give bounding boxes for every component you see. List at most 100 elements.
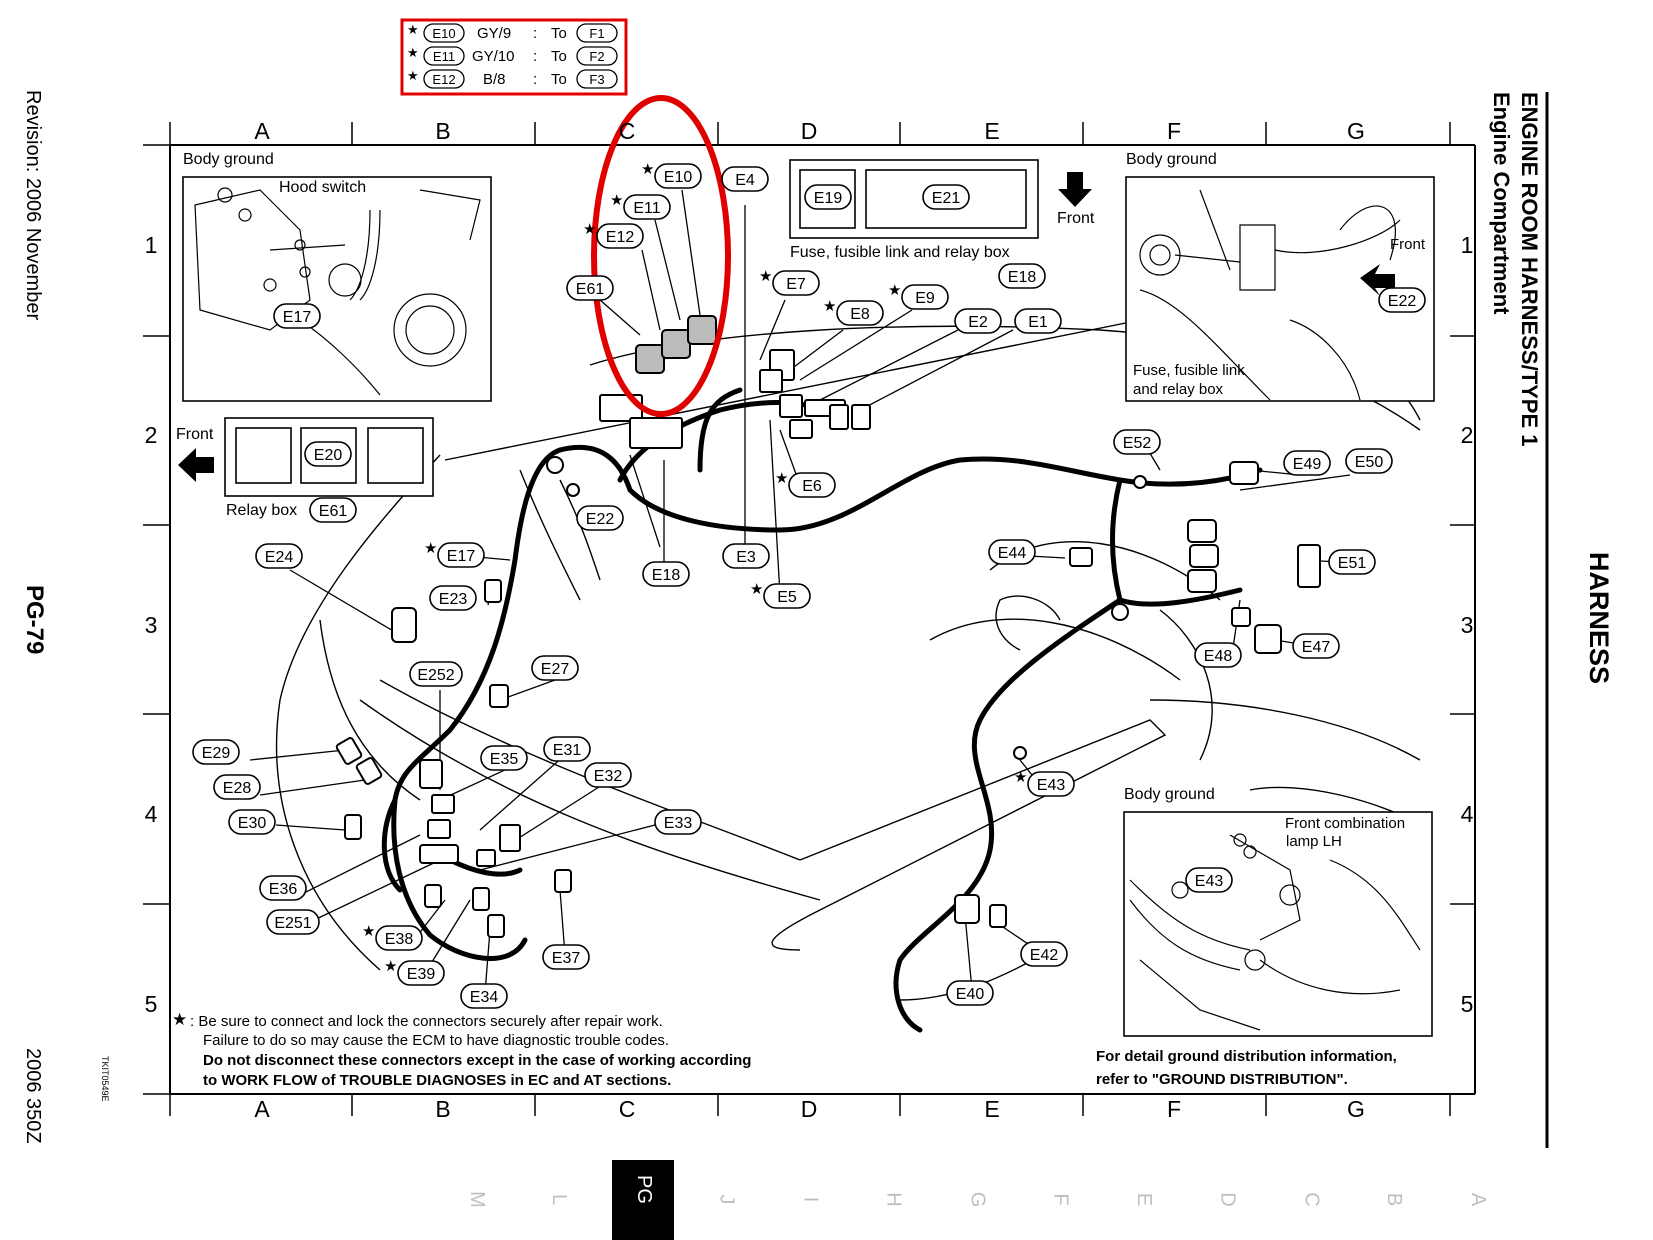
callout-star-3: ★ — [407, 68, 419, 83]
callout-connector-e11: E11 — [423, 46, 465, 66]
connector-tag-e30: E30 — [228, 809, 276, 835]
tab-c[interactable]: C — [1280, 1170, 1342, 1240]
tab-label: PG — [632, 1175, 655, 1204]
row-label-3-left: 3 — [144, 612, 158, 638]
row-label-1-right: 1 — [1460, 232, 1474, 258]
connector-tag-outline — [304, 441, 352, 467]
callout-wire-2: GY/10 — [472, 48, 515, 65]
connector-tag-outline — [1345, 448, 1393, 474]
connector-tag-e61-5: E61 — [566, 275, 614, 301]
connector-tag-outline — [213, 774, 261, 800]
connector-tag-outline — [576, 505, 624, 531]
callout-wire-3: B/8 — [483, 71, 506, 88]
callout-sep-1: : — [533, 25, 538, 42]
connector-tag-outline — [721, 166, 769, 192]
col-label-E-top: E — [984, 118, 1000, 144]
connector-tag-e31: E31 — [543, 736, 591, 762]
connector-tag-text: E49 — [1293, 456, 1322, 473]
connector-tag-outline — [642, 561, 690, 587]
relay-box-label: Relay box — [226, 502, 298, 519]
connector-tag-e4: E4 — [721, 166, 769, 192]
connector-tag-text: E48 — [1204, 648, 1233, 665]
connector-tag-e10: E10★ — [641, 161, 702, 189]
col-label-G-top: G — [1347, 118, 1365, 144]
star-icon: ★ — [775, 470, 788, 487]
tab-g[interactable]: G — [946, 1170, 1008, 1240]
connector-tag-e1: E1 — [1014, 308, 1062, 334]
callout-target-f3: F3 — [576, 69, 618, 89]
col-label-G-bottom: G — [1347, 1096, 1365, 1122]
row-label-4-right: 4 — [1460, 801, 1474, 827]
connector-tag-e20: E20 — [304, 441, 352, 467]
tab-d[interactable]: D — [1196, 1170, 1258, 1240]
star-icon: ★ — [424, 540, 437, 557]
connector-tag-e252: E252 — [409, 661, 463, 687]
connector-tag-text: E12 — [606, 229, 635, 246]
connector-tag-outline — [836, 300, 884, 326]
row-label-2-right: 2 — [1460, 422, 1474, 448]
connector-tag-text: E31 — [553, 742, 582, 759]
callout-tag-outline — [576, 23, 618, 43]
connector-tag-outline — [397, 960, 445, 986]
connector-tag-text: E11 — [633, 200, 660, 217]
callout-sep-2: : — [533, 48, 538, 65]
connector-tag-text: E22 — [586, 511, 615, 528]
callout-tag-outline — [423, 46, 465, 66]
connector-tag-e5: E5★ — [750, 581, 811, 609]
tab-i[interactable]: I — [779, 1170, 841, 1240]
connector-tag-outline — [1113, 429, 1161, 455]
tab-h[interactable]: H — [862, 1170, 924, 1240]
connector-tag-e24: E24 — [255, 543, 303, 569]
connector-tag-text: E1 — [1028, 314, 1048, 331]
tab-f[interactable]: F — [1029, 1170, 1091, 1240]
connector-tag-e19: E19 — [804, 184, 852, 210]
connector-tag-text: E51 — [1338, 555, 1367, 572]
connector-tag-text: E30 — [238, 815, 267, 832]
col-label-C-top: C — [618, 118, 636, 144]
connector-tag-text: E21 — [932, 190, 961, 207]
connector-tag-outline — [1283, 450, 1331, 476]
star-icon: ★ — [583, 221, 596, 238]
connector-tag-text: E2 — [968, 314, 988, 331]
col-label-B-top: B — [435, 118, 451, 144]
col-label-A-top: A — [254, 118, 270, 144]
connector-tag-outline — [192, 739, 240, 765]
connector-tag-outline — [1378, 287, 1426, 313]
right-fuse-label-2: and relay box — [1133, 381, 1224, 398]
connector-tag-e21: E21 — [922, 184, 970, 210]
row-label-2-left: 2 — [144, 422, 158, 448]
connector-tag-e48: E48 — [1194, 642, 1242, 668]
connector-tag-outline — [460, 983, 508, 1009]
tab-a[interactable]: A — [1447, 1170, 1509, 1240]
tab-pg[interactable]: PG — [612, 1160, 674, 1240]
connector-tag-outline — [228, 809, 276, 835]
connector-tag-text: E17 — [283, 309, 312, 326]
connector-tag-outline — [480, 745, 528, 771]
connector-tag-text: E8 — [850, 306, 870, 323]
connector-tag-e44: E44 — [988, 539, 1036, 565]
connector-tag-outline — [922, 184, 970, 210]
tab-j[interactable]: J — [695, 1170, 757, 1240]
callout-tag-text: F3 — [589, 72, 604, 87]
connector-tag-text: E32 — [594, 768, 623, 785]
connector-tag-outline — [763, 583, 811, 609]
connector-tag-text: E10 — [664, 169, 693, 186]
tab-m[interactable]: M — [445, 1170, 507, 1240]
callout-tag-text: E10 — [432, 26, 455, 41]
connector-tag-outline — [543, 736, 591, 762]
tab-l[interactable]: L — [528, 1170, 590, 1240]
tab-b[interactable]: B — [1363, 1170, 1425, 1240]
connector-tag-e35: E35 — [480, 745, 528, 771]
connector-tag-outline — [954, 308, 1002, 334]
body-ground-right-label: Body ground — [1126, 151, 1217, 168]
connector-tag-outline — [1014, 308, 1062, 334]
connector-tag-e50: E50 — [1345, 448, 1393, 474]
tab-label: M — [465, 1191, 488, 1208]
connector-tag-text: E28 — [223, 780, 252, 797]
star-icon: ★ — [823, 298, 836, 315]
connector-tag-outline — [1020, 941, 1068, 967]
connector-tag-text: E42 — [1030, 947, 1059, 964]
tab-e[interactable]: E — [1113, 1170, 1175, 1240]
tab-label: I — [799, 1196, 822, 1203]
